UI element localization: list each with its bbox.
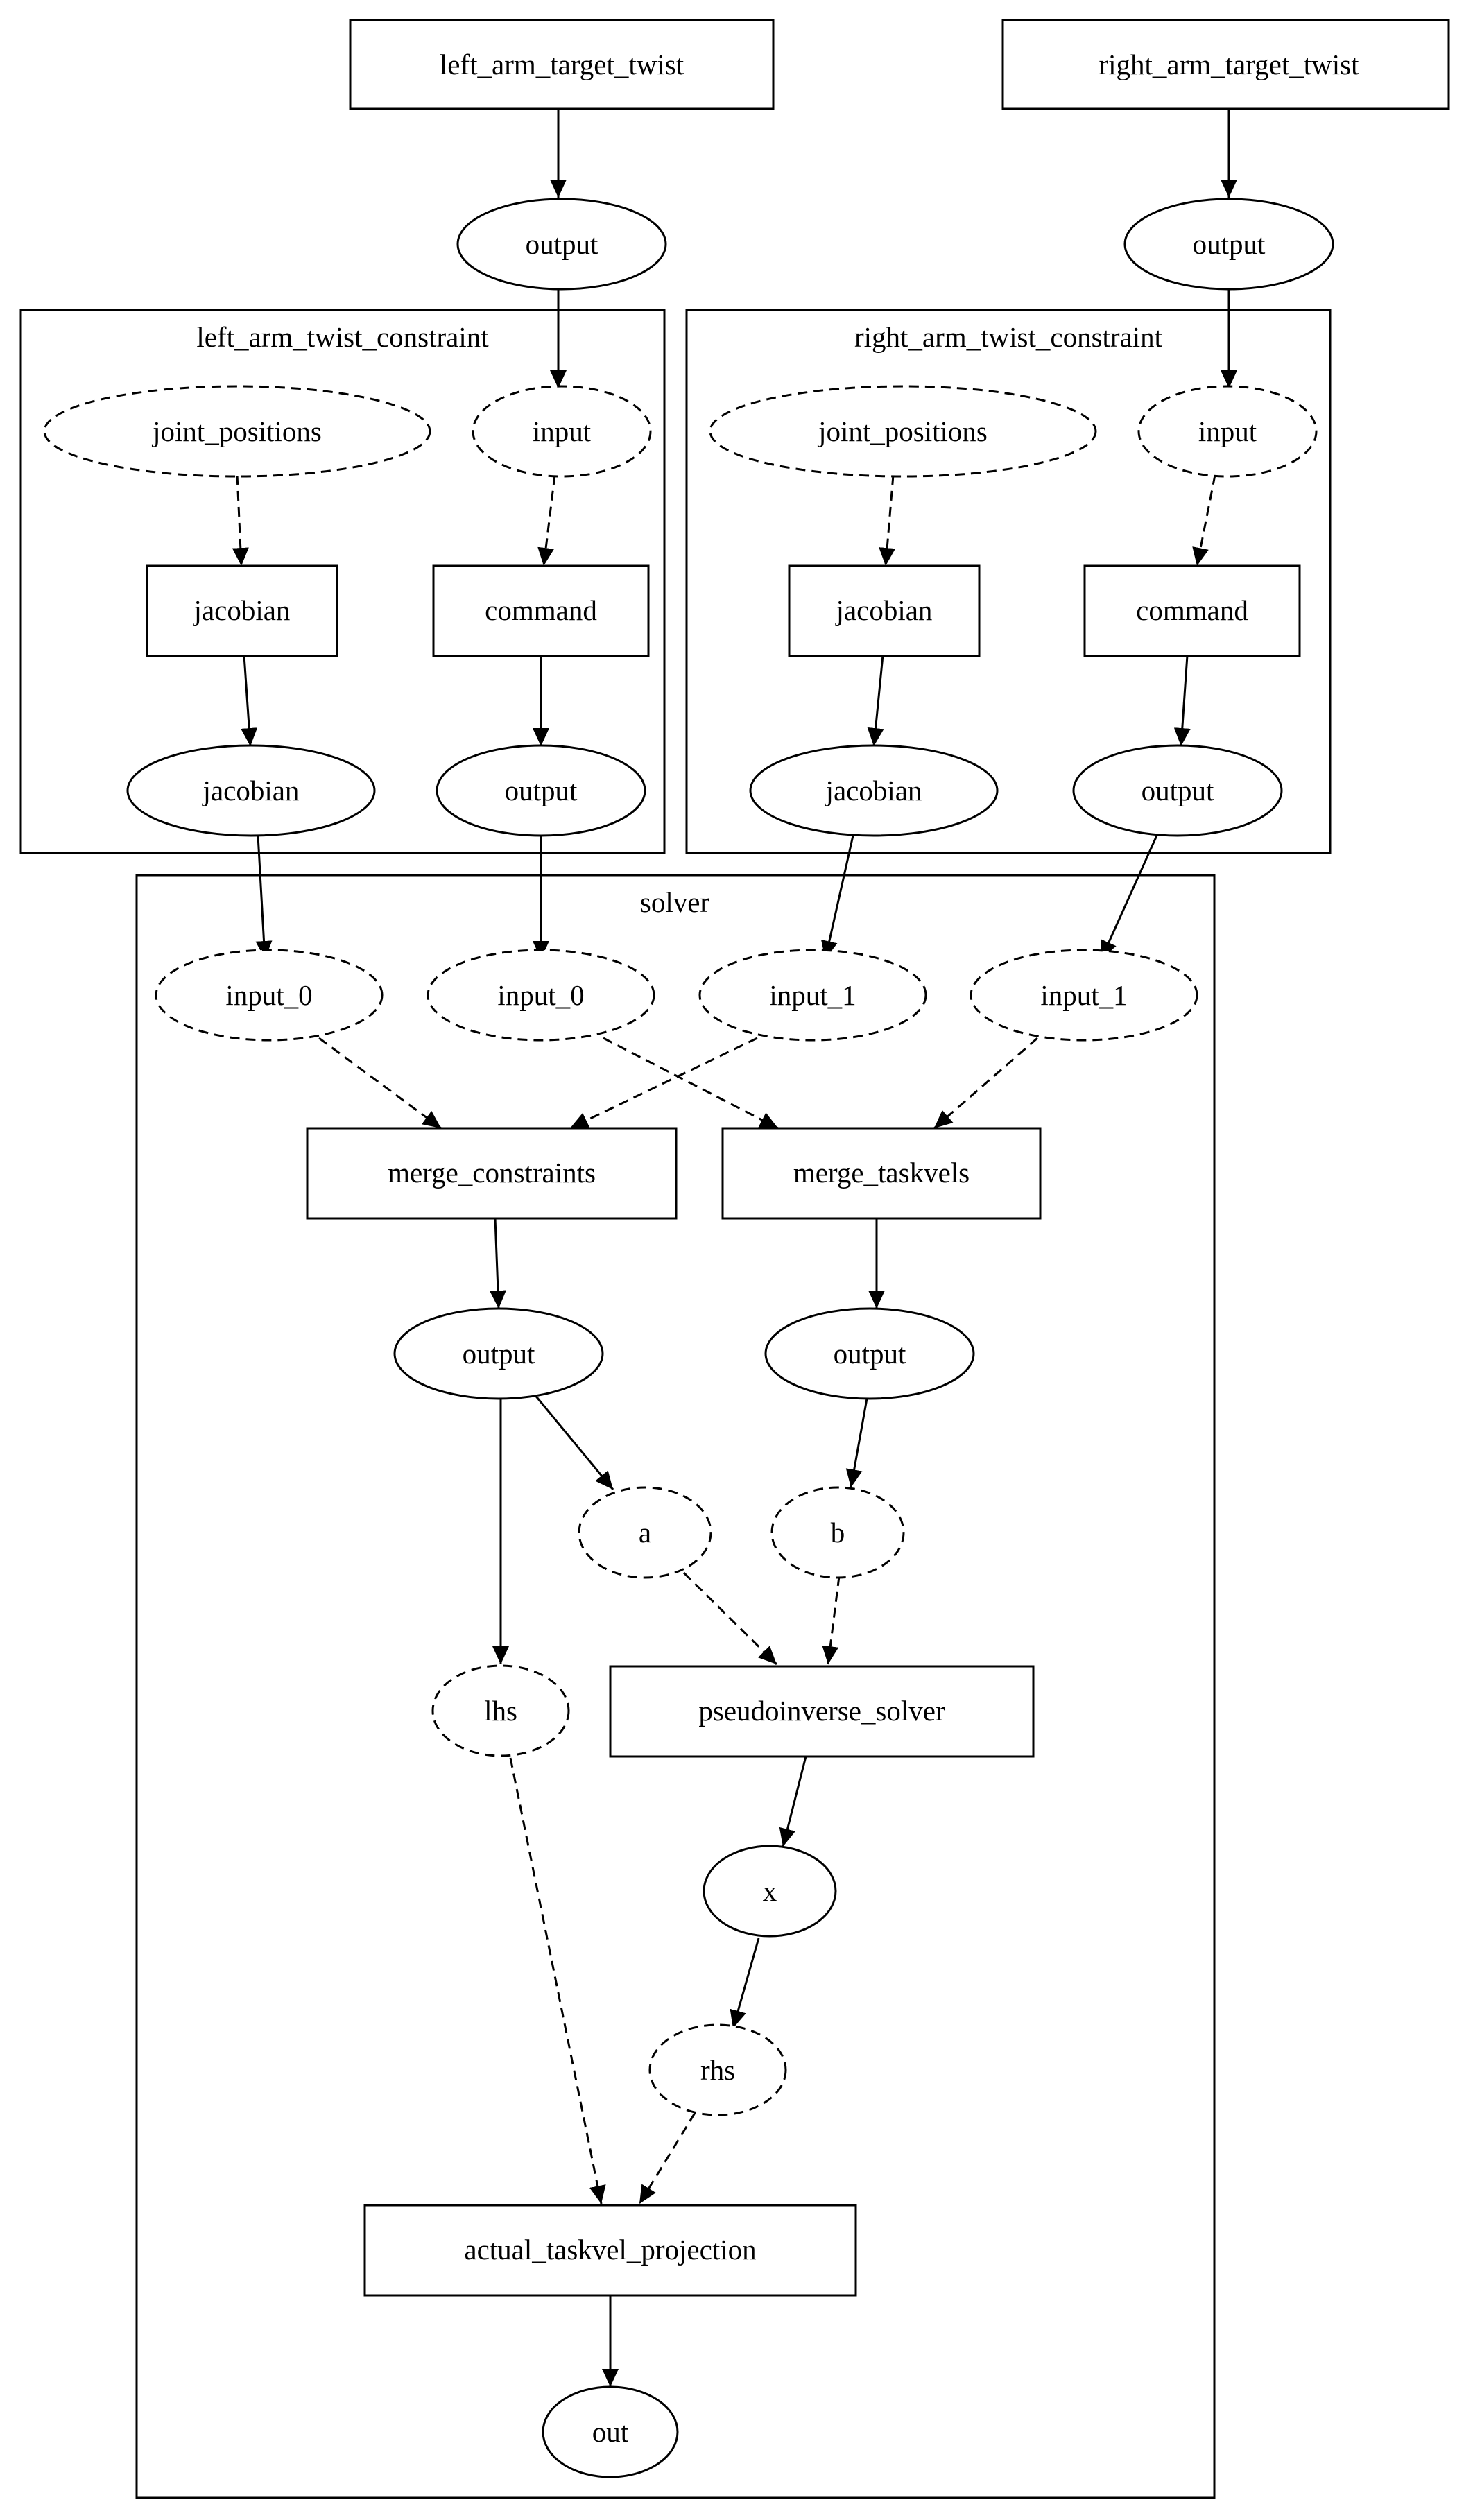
left-jacobian-op-node: jacobian [146,564,338,657]
lhs-node: lhs [431,1664,570,1757]
left-cluster-title: left_arm_twist_constraint [196,321,489,353]
solver-input-1-a-node: input_1 [698,949,927,1042]
edge-input0a-to-merge-constraints [318,1037,442,1130]
left-jacobian-op-label: jacobian [193,594,291,626]
edge-input1b-to-merge-taskvels [933,1037,1038,1130]
right-joint-positions-label: joint_positions [817,415,988,447]
edge-right-output-to-solver-input1 [1100,835,1158,960]
out-label: out [592,2416,629,2448]
right-arm-target-twist-label: right_arm_target_twist [1099,49,1359,80]
edge-output-to-b [845,1398,868,1488]
a-node: a [578,1486,712,1579]
merge-constraints-label: merge_constraints [388,1157,596,1189]
solver-input-0-b-label: input_0 [497,979,584,1011]
merge-taskvels-output-node: output [764,1307,975,1400]
actual-taskvel-projection-label: actual_taskvel_projection [464,2234,756,2266]
rhs-label: rhs [700,2054,735,2086]
edge-left-input-to-command [537,474,556,567]
right-jacobian-op-label: jacobian [835,594,933,626]
right-cluster-title: right_arm_twist_constraint [854,321,1163,353]
solver-title: solver [640,886,710,918]
left-jacobian-out-label: jacobian [202,775,300,806]
edge-input1a-to-merge-constraints [569,1037,758,1130]
b-label: b [831,1517,845,1548]
right-joint-positions-node: joint_positions [709,385,1097,478]
solver-input-0-a-label: input_0 [225,979,312,1011]
left-command-label: command [485,594,597,626]
left-arm-twist-constraint-cluster: left_arm_twist_constraint [19,309,666,854]
edge-right-joint-to-jacobian [879,474,896,567]
right-output-label: output [1142,775,1214,806]
lhs-label: lhs [484,1695,517,1727]
right-command-label: command [1136,594,1248,626]
solver-input-1-b-label: input_1 [1040,979,1127,1011]
solver-cluster: solver [135,874,1216,2499]
left-jacobian-out-node: jacobian [126,744,376,837]
left-target-output-label: output [526,228,598,260]
right-jacobian-op-node: jacobian [788,564,981,657]
edge-right-jacobian-op-to-out [867,655,884,747]
right-arm-twist-constraint-cluster: right_arm_twist_constraint [685,309,1332,854]
merge-taskvels-label: merge_taskvels [793,1157,970,1189]
solver-input-1-b-node: input_1 [970,949,1198,1042]
rhs-node: rhs [648,2023,787,2116]
edge-x-to-rhs [730,1938,760,2029]
right-target-output-label: output [1193,228,1266,260]
edge-merge-constraints-to-output [490,1218,506,1309]
left-joint-positions-node: joint_positions [43,385,431,478]
edge-lhs-to-projection [509,1757,606,2204]
actual-taskvel-projection-node: actual_taskvel_projection [363,2204,857,2297]
x-node: x [703,1845,837,1938]
out-node: out [542,2385,679,2478]
left-arm-target-twist-node: left_arm_target_twist [349,19,775,110]
a-label: a [639,1517,651,1548]
left-target-output-node: output [456,198,667,291]
edge-right-jacobian-to-solver-input1 [820,835,854,960]
merge-constraints-node: merge_constraints [306,1127,678,1220]
pseudoinverse-solver-node: pseudoinverse_solver [609,1665,1035,1758]
right-arm-target-twist-node: right_arm_target_twist [1001,19,1450,110]
solver-input-0-a-node: input_0 [155,949,384,1042]
left-input-label: input [533,415,592,447]
edge-right-command-to-output [1173,655,1191,747]
edge-a-to-pseudoinverse [682,1571,778,1666]
pseudoinverse-solver-label: pseudoinverse_solver [698,1695,945,1727]
left-output-label: output [505,775,578,806]
edge-pseudoinverse-to-x [779,1756,807,1847]
right-input-node: input [1137,385,1318,478]
left-input-node: input [472,385,652,478]
edge-b-to-pseudoinverse [822,1576,841,1665]
left-joint-positions-label: joint_positions [151,415,322,447]
edge-left-jacobian-op-to-out [241,655,258,747]
merge-constraints-output-node: output [393,1307,604,1400]
b-node: b [770,1486,905,1579]
left-output-node: output [436,744,646,837]
edge-rhs-to-projection [638,2112,696,2204]
right-target-output-node: output [1123,198,1334,291]
x-label: x [763,1875,777,1907]
right-jacobian-out-label: jacobian [825,775,922,806]
merge-taskvels-output-label: output [834,1338,906,1370]
right-command-node: command [1083,564,1301,657]
right-jacobian-out-node: jacobian [749,744,999,837]
solver-input-0-b-node: input_0 [427,949,655,1042]
right-output-node: output [1072,744,1283,837]
edges [232,109,1237,2387]
merge-constraints-output-label: output [463,1338,535,1370]
edge-left-joint-to-jacobian [232,474,249,567]
edge-output-to-a [533,1393,614,1490]
left-command-node: command [432,564,650,657]
edge-input0b-to-merge-taskvels [603,1037,779,1130]
solver-input-1-a-label: input_1 [769,979,856,1011]
merge-taskvels-node: merge_taskvels [721,1127,1042,1220]
left-arm-target-twist-label: left_arm_target_twist [440,49,684,80]
right-input-label: input [1198,415,1257,447]
edge-right-input-to-command [1192,474,1216,567]
edge-left-jacobian-to-solver-input0 [255,835,273,960]
